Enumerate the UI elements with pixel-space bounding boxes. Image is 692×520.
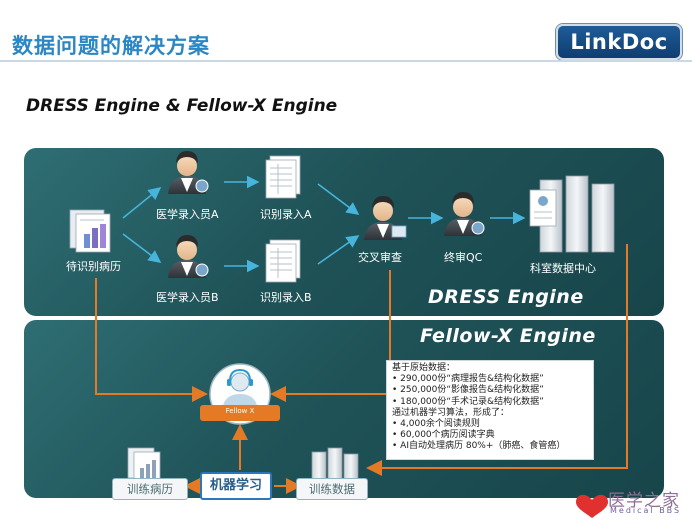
info-line: • 180,000份“手术记录&结构化数据” [392,396,544,407]
arrow-pending-to-a [122,186,162,219]
training-data-icon [311,447,359,481]
info-line: • 60,000个病历阅读字典 [392,430,495,441]
fellow-x-badge-text: Fellow X [225,407,255,415]
fellow-x-engine-label: Fellow-X Engine [420,325,596,347]
loop-center-to-train-data [366,244,628,476]
training-records-tag: 训练病历 [112,478,188,500]
training-data-tag: 训练数据 [296,478,368,500]
info-line: • 290,000份“病理报告&结构化数据” [392,374,544,385]
info-line: • AI自动处理病历 80%+（肺癌、食管癌） [392,441,566,452]
spreadsheet-icon-b [265,239,301,283]
label-pending-records: 待识别病历 [66,260,121,273]
person-icon-entry-b [168,235,209,278]
label-final-qc: 终审QC [444,251,483,264]
linkdoc-logo: LinkDoc [556,24,682,60]
diagram-subtitle: DRESS Engine & Fellow-X Engine [26,96,338,116]
dress-engine-label: DRESS Engine [428,286,584,308]
machine-learning-tag: 机器学习 [200,472,272,500]
info-line: • 250,000份“影像报告&结构化数据” [392,385,544,396]
arrow-result-a-to-review [317,183,360,215]
feedback-loop [95,244,628,494]
dress-flow-arrows [122,175,526,273]
label-cross-review: 交叉审查 [358,251,402,264]
arrow-result-b-to-review [317,235,360,265]
person-icon-final-qc [444,192,485,236]
label-entry-a: 医学录入员A [156,208,219,221]
info-line: 通过机器学习算法，形成了： [392,407,510,418]
watermark: 医学之家 Medical BBS [578,486,688,518]
arrow-pending-to-b [122,233,162,263]
label-result-a: 识别录入A [260,208,312,221]
training-records-icon [127,447,161,483]
watermark-name: 医学之家 [608,491,680,511]
spreadsheet-icon-a [265,155,301,199]
watermark-sub: Medical BBS [610,506,682,515]
info-line: 基于原始数据： [392,363,456,373]
label-dept-data-center: 科室数据中心 [530,262,596,275]
label-result-b: 识别录入B [260,291,312,304]
person-icon-entry-a [168,151,209,194]
info-line: • 4,000余个阅读规则 [392,419,480,430]
fellow-x-badge-bg [200,405,280,421]
data-center-icon [529,175,615,253]
title-divider [0,60,692,62]
training-summary-box: 基于原始数据： • 290,000份“病理报告&结构化数据” • 250,000… [386,360,594,460]
slide-title: 数据问题的解决方案 [12,34,210,58]
loop-pending-to-fellow [95,278,208,402]
person-icon-cross-review [364,196,407,240]
medical-records-icon [69,209,111,253]
label-entry-b: 医学录入员B [156,291,219,304]
watermark-heart-icon [576,494,608,518]
